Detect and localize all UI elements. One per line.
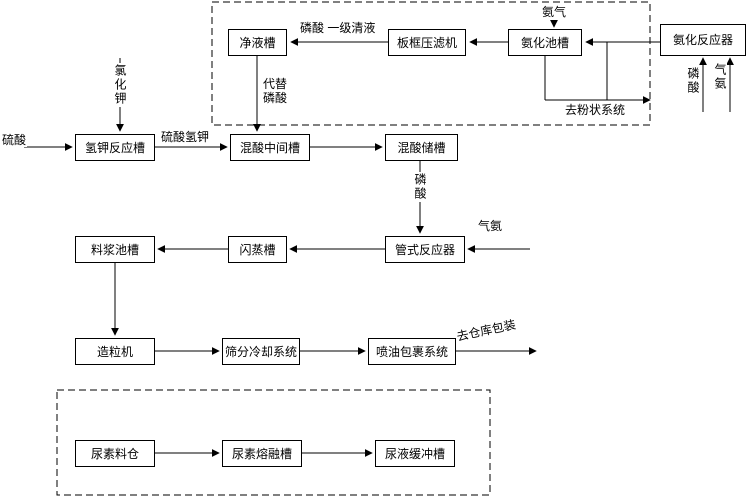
label-to-powder-system: 去粉状系统 [564, 103, 627, 117]
node-granulator: 造粒机 [75, 338, 155, 365]
node-urea-buffer-tank: 尿液缓冲槽 [375, 440, 455, 467]
node-plate-frame-filter: 板框压滤机 [388, 29, 466, 56]
node-screening-cooling-system: 筛分冷却系统 [222, 338, 300, 365]
label-sulfuric-acid: 硫酸 [1, 133, 28, 147]
label-gas-ammonia-right: 气氨 [713, 62, 727, 92]
label-potassium-chloride: 氯化钾 [113, 63, 127, 107]
label-phosphoric-acid-mid: 磷酸 [413, 172, 427, 202]
node-mixed-acid-storage-tank: 混酸储槽 [385, 134, 458, 161]
node-flash-tank: 闪蒸槽 [228, 236, 287, 263]
node-ammoniation-pool: 氨化池槽 [508, 29, 582, 56]
node-slurry-pool-tank: 料浆池槽 [75, 236, 155, 263]
node-oil-coating-system: 喷油包裹系统 [368, 338, 456, 365]
label-phosphoric-clear-liquid: 磷酸 一级清液 [299, 21, 377, 35]
node-hk-reaction-tank: 氢钾反应槽 [75, 134, 155, 161]
node-mixed-acid-mid-tank: 混酸中间槽 [230, 134, 310, 161]
label-potassium-hydrogen-sulfate: 硫酸氢钾 [160, 130, 211, 144]
label-phosphoric-acid-right: 磷酸 [686, 66, 700, 96]
node-urea-silo: 尿素料仓 [75, 440, 155, 467]
dashed-boundary-bottom [56, 389, 491, 496]
node-ammoniation-reactor: 氨化反应器 [660, 24, 746, 56]
label-ammonia-gas-top: 氨气 [541, 5, 568, 19]
node-urea-melting-tank: 尿素熔融槽 [222, 440, 302, 467]
node-clear-liquid-tank: 净液槽 [228, 29, 287, 56]
label-gas-ammonia-mid: 气氨 [477, 219, 504, 233]
dashed-boundary-top [211, 1, 651, 126]
label-substitute-phosphoric: 代替磷酸 [263, 77, 289, 105]
node-tubular-reactor: 管式反应器 [385, 236, 465, 263]
